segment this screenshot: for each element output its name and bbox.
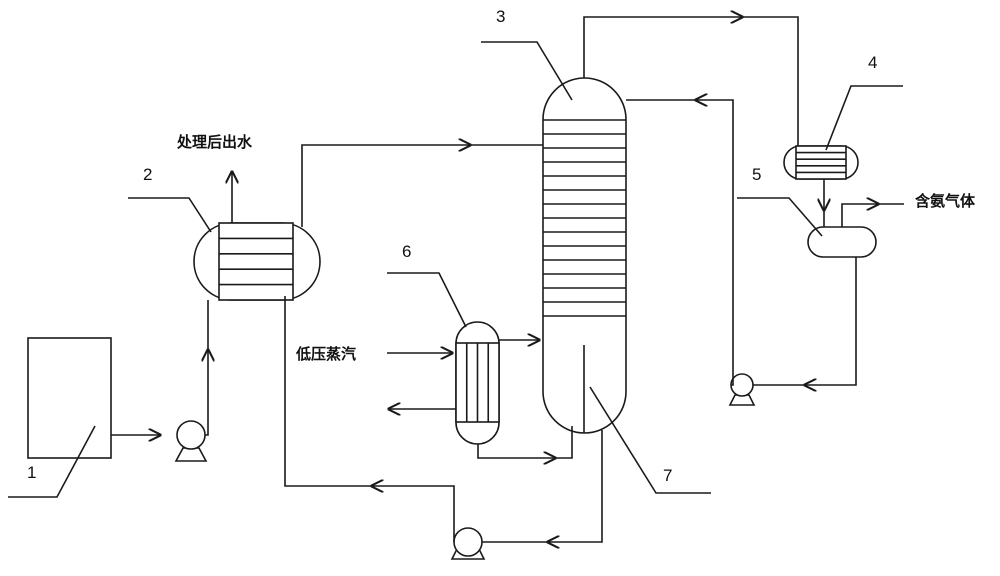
feed-pump bbox=[174, 420, 208, 462]
pipe-drum-to-reflux-pump-a bbox=[805, 257, 857, 385]
label-number-2: 2 bbox=[143, 165, 152, 184]
pipe-bottoms-to-pump-a bbox=[548, 430, 603, 542]
label-number-6: 6 bbox=[402, 242, 411, 261]
stripping-column bbox=[542, 77, 627, 434]
pipe-ammonia-gas-out-a bbox=[841, 204, 878, 227]
bottoms-pump bbox=[450, 527, 486, 560]
leader-1 bbox=[8, 425, 96, 498]
pipe-reflux-to-column-a bbox=[696, 100, 734, 386]
leader-4 bbox=[825, 85, 903, 151]
label-low-pressure-steam: 低压蒸汽 bbox=[295, 345, 356, 363]
leader-2 bbox=[128, 197, 212, 233]
reboiler bbox=[455, 321, 500, 445]
label-number-4: 4 bbox=[868, 53, 877, 72]
label-number-3: 3 bbox=[496, 7, 505, 26]
pipe-column-to-reboiler-a bbox=[477, 444, 555, 458]
condenser bbox=[783, 145, 859, 180]
pipe-bottoms-to-exchanger-a bbox=[372, 486, 455, 542]
label-number-5: 5 bbox=[752, 165, 761, 184]
pipe-feed-to-column-a bbox=[301, 145, 470, 227]
leader-3 bbox=[481, 41, 573, 101]
preheat-exchanger bbox=[193, 222, 321, 301]
leader-5 bbox=[737, 197, 823, 237]
pipe-column-to-reboiler-b bbox=[555, 426, 573, 459]
pipe-vapor-overhead-a bbox=[583, 17, 742, 78]
label-number-7: 7 bbox=[663, 466, 672, 485]
label-treated-water: 处理后出水 bbox=[176, 133, 253, 151]
reflux-pump bbox=[728, 373, 756, 406]
label-ammonia-gas: 含氨气体 bbox=[915, 192, 976, 210]
pipe-bottoms-to-exchanger-b bbox=[284, 296, 372, 487]
leader-6 bbox=[387, 272, 467, 328]
pipe-vapor-overhead-b bbox=[742, 16, 799, 146]
feed-tank bbox=[27, 337, 112, 459]
label-number-1: 1 bbox=[27, 463, 36, 482]
leader-7 bbox=[589, 386, 711, 494]
pipe-pump-to-exchanger-a bbox=[205, 350, 208, 436]
